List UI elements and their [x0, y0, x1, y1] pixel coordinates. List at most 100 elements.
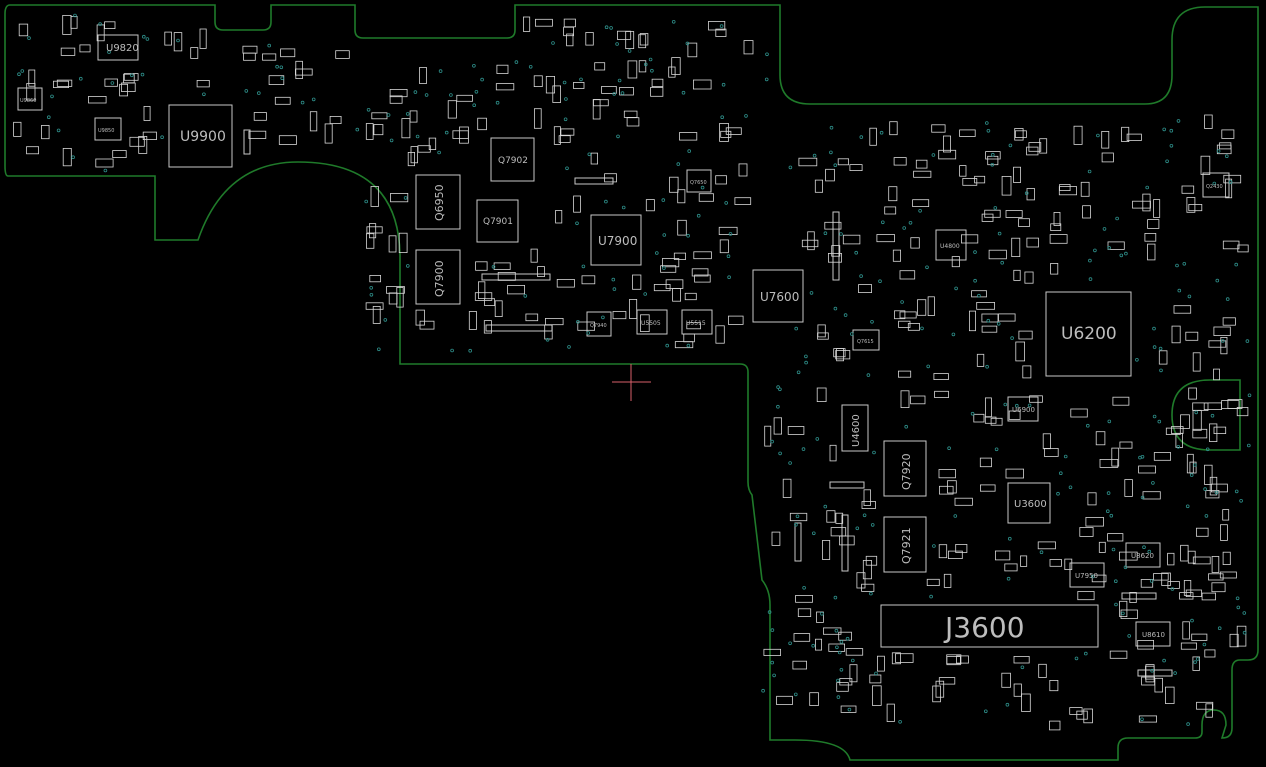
via-hole	[990, 163, 995, 167]
smd-component	[1180, 642, 1198, 650]
via-hole	[604, 25, 609, 30]
q7920-part[interactable]	[883, 440, 927, 497]
via-hole	[438, 69, 443, 73]
smd-component	[590, 152, 598, 165]
q7902-part[interactable]	[490, 137, 535, 182]
u8610-chip[interactable]	[1135, 621, 1171, 647]
u6200-chip[interactable]	[1045, 291, 1132, 377]
via-hole	[795, 514, 800, 519]
smd-component	[863, 489, 871, 506]
smd-component	[1154, 677, 1164, 693]
smd-component	[1186, 453, 1194, 474]
via-hole	[1162, 658, 1166, 663]
smd-component	[1180, 544, 1189, 562]
via-hole	[1189, 473, 1194, 477]
u4600-chip[interactable]	[841, 404, 869, 452]
via-hole	[369, 285, 374, 290]
smd-component	[1050, 262, 1059, 275]
via-hole	[1087, 169, 1092, 174]
via-hole	[834, 628, 839, 633]
smd-component	[56, 79, 73, 87]
q6950-part[interactable]	[415, 174, 461, 230]
smd-component	[1129, 592, 1137, 603]
label-q2430: Q2430	[1206, 184, 1223, 190]
smd-component	[41, 125, 50, 140]
via-hole	[1124, 251, 1128, 256]
smd-component	[849, 664, 858, 683]
u5515-chip[interactable]	[681, 309, 713, 335]
via-hole	[444, 130, 449, 135]
smd-component	[835, 350, 851, 360]
smd-component	[845, 648, 864, 656]
via-hole	[973, 250, 977, 254]
q7901-part[interactable]	[476, 199, 519, 243]
smd-component	[683, 333, 695, 343]
via-hole	[661, 198, 666, 202]
q7900-part[interactable]	[415, 249, 461, 305]
via-hole	[811, 531, 816, 536]
smd-component	[933, 373, 949, 380]
smd-component	[1099, 458, 1119, 468]
via-hole	[970, 411, 975, 416]
smd-component	[793, 633, 811, 642]
via-hole	[1185, 504, 1190, 509]
u4800-chip[interactable]	[935, 229, 967, 261]
smd-component	[1077, 591, 1095, 601]
smd-component	[496, 64, 509, 74]
u9860-chip[interactable]	[17, 87, 43, 111]
via-hole	[523, 294, 528, 298]
smd-component	[558, 135, 571, 143]
u5505-chip[interactable]	[636, 309, 668, 335]
via-hole	[700, 185, 705, 190]
via-hole	[468, 348, 473, 353]
q7650-part[interactable]	[686, 169, 712, 193]
via-hole	[1175, 263, 1179, 268]
smd-component	[1137, 640, 1154, 650]
smd-component	[1004, 563, 1018, 572]
smd-component	[1205, 489, 1220, 499]
u7600-chip[interactable]	[752, 269, 804, 323]
smd-component	[1029, 395, 1043, 403]
smd-component	[390, 192, 409, 203]
via-hole	[160, 135, 164, 140]
q7940-part[interactable]	[586, 311, 612, 337]
smd-component	[865, 555, 878, 566]
via-hole	[1193, 463, 1197, 467]
u8620-chip[interactable]	[1125, 542, 1161, 568]
via-hole	[1024, 191, 1029, 196]
q7615-part[interactable]	[852, 329, 880, 351]
u3600-chip[interactable]	[1007, 482, 1051, 524]
u9900-chip[interactable]	[168, 104, 233, 168]
smd-component	[534, 108, 542, 129]
q2430-part[interactable]	[1202, 172, 1230, 198]
u6900-chip[interactable]	[1007, 396, 1039, 422]
via-hole	[843, 313, 848, 317]
smd-component	[1044, 447, 1059, 457]
q7921-part[interactable]	[883, 516, 927, 573]
u7900-chip[interactable]	[590, 214, 642, 266]
via-hole	[996, 321, 1001, 326]
smd-component	[365, 123, 374, 140]
smd-component	[828, 643, 845, 652]
via-hole	[788, 461, 792, 465]
via-hole	[908, 221, 913, 225]
via-hole	[643, 292, 647, 296]
j3600-connector[interactable]	[880, 604, 1099, 648]
smd-component	[1188, 387, 1197, 400]
u9820-chip[interactable]	[97, 34, 139, 61]
smd-component	[1219, 571, 1237, 579]
via-hole	[788, 165, 793, 170]
smd-component	[691, 268, 709, 277]
label-q7921: Q7921	[900, 527, 913, 564]
smd-component	[877, 655, 885, 672]
smd-component	[577, 321, 595, 331]
smd-component	[715, 175, 727, 185]
smd-component	[1211, 582, 1226, 593]
smd-component	[907, 322, 920, 331]
smd-component	[143, 106, 151, 121]
smd-component	[1200, 155, 1211, 175]
label-j3600: J3600	[943, 611, 1025, 644]
smd-component	[1161, 572, 1171, 586]
u9850-chip[interactable]	[94, 117, 122, 141]
